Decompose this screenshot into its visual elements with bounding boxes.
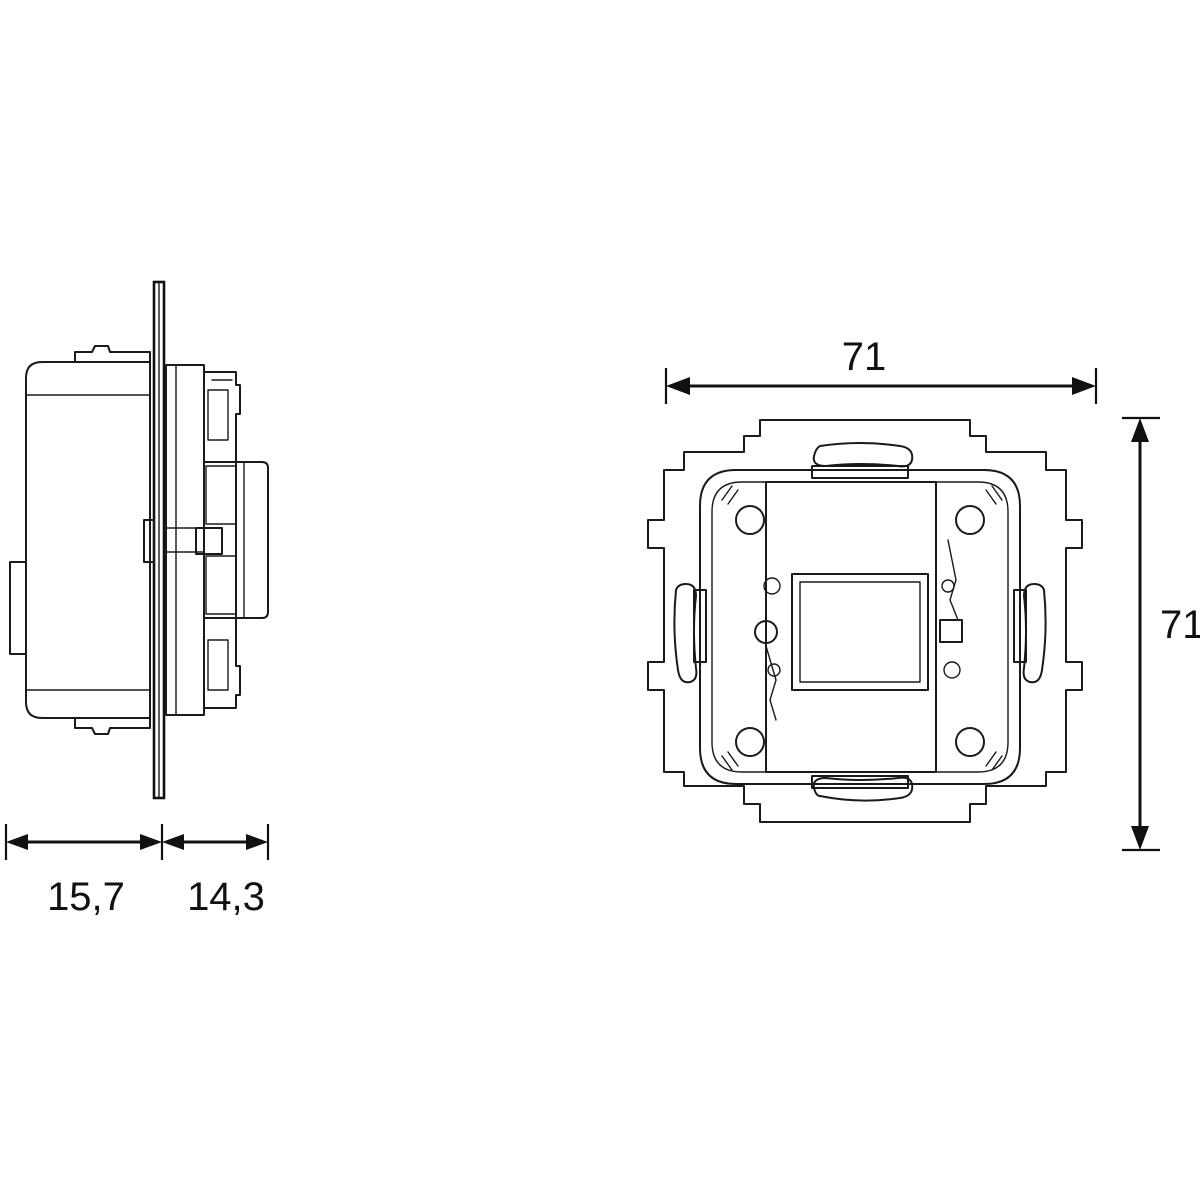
side-view-bottom-clip bbox=[74, 717, 151, 735]
dimension-front-height bbox=[1122, 416, 1160, 852]
front-view-screw-hole-tl bbox=[735, 505, 765, 535]
front-view-small-hole-4 bbox=[941, 579, 955, 593]
front-view-left-slot bbox=[673, 583, 698, 684]
side-view-center-block bbox=[195, 527, 223, 555]
side-view-front-insert bbox=[235, 461, 269, 619]
side-view-center-key bbox=[143, 519, 155, 563]
front-view-small-square bbox=[939, 619, 963, 643]
dimension-side-front bbox=[162, 824, 270, 860]
front-view-small-hole-1 bbox=[763, 577, 781, 595]
dimension-front-width bbox=[664, 368, 1098, 404]
side-view-mechanism-lower bbox=[203, 617, 241, 709]
side-view-housing bbox=[25, 361, 151, 719]
front-view-screw-hole-br bbox=[955, 727, 985, 757]
side-view-front-frame bbox=[165, 364, 205, 716]
front-view-top-slot bbox=[812, 442, 914, 468]
dimension-side-back bbox=[4, 824, 164, 860]
front-view-bottom-slot bbox=[812, 776, 914, 802]
dimension-label-front-height: 71 bbox=[1160, 603, 1200, 647]
front-view-center-window bbox=[791, 573, 929, 691]
side-view-mechanism-upper bbox=[203, 371, 241, 463]
front-view-left-tab bbox=[693, 589, 707, 663]
front-view-screw-hole-tr bbox=[955, 505, 985, 535]
side-view-left-tab bbox=[9, 561, 27, 655]
front-view-small-hole-5 bbox=[943, 661, 961, 679]
front-view-screw-hole-bl bbox=[735, 727, 765, 757]
front-view-top-tab bbox=[811, 465, 909, 479]
front-view-small-hole-3 bbox=[767, 663, 781, 677]
front-view-right-slot bbox=[1022, 583, 1047, 684]
front-view-right-tab bbox=[1013, 589, 1027, 663]
dimension-label-side-back: 15,7 bbox=[47, 875, 125, 919]
side-view: 15,7 14,3 bbox=[4, 280, 270, 919]
side-view-top-clip bbox=[74, 345, 151, 363]
front-view-bottom-tab bbox=[811, 775, 909, 789]
front-view: 71 71 bbox=[647, 335, 1200, 852]
dimension-label-front-width: 71 bbox=[842, 335, 887, 379]
front-view-mounting-frame bbox=[647, 419, 1083, 823]
dimension-label-side-front: 14,3 bbox=[187, 875, 265, 919]
front-view-small-hole-2 bbox=[754, 620, 778, 644]
front-view-inner-housing bbox=[699, 469, 1021, 785]
